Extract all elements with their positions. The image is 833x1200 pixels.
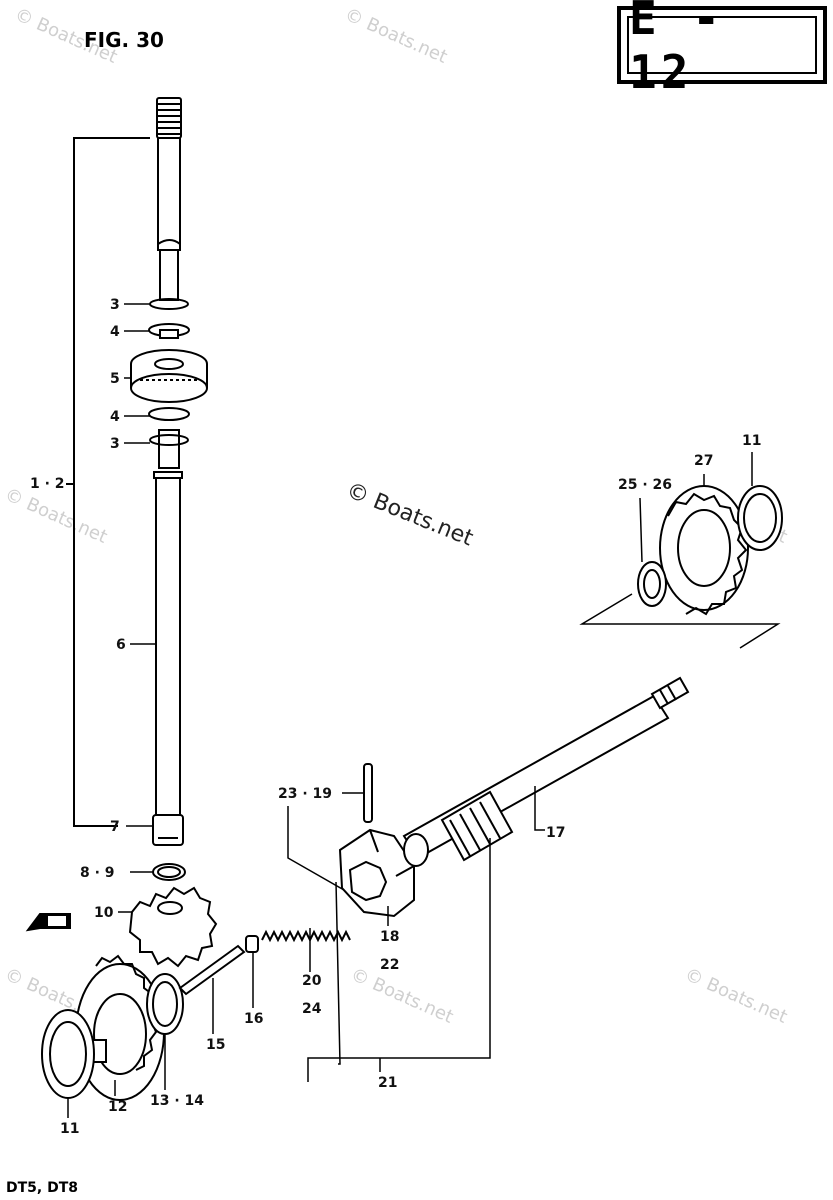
washer xyxy=(148,407,190,421)
thrust-washer xyxy=(41,1009,95,1099)
figure-code: E - 12 xyxy=(627,0,817,99)
callout: 4 xyxy=(110,324,120,340)
callout: 15 xyxy=(206,1037,226,1053)
callout: 18 xyxy=(380,929,400,945)
callout: 1 · 2 xyxy=(30,476,65,492)
callout: 21 xyxy=(378,1075,398,1091)
callout: 8 · 9 xyxy=(80,865,115,881)
shim-washer xyxy=(637,561,667,607)
callout: 3 xyxy=(110,297,120,313)
washer xyxy=(148,323,190,339)
model-applicability: DT5, DT8 xyxy=(6,1180,79,1196)
callout: 4 xyxy=(110,409,120,425)
bracket-line xyxy=(73,137,150,827)
callout: 22 xyxy=(380,957,400,973)
callout: 23 · 19 xyxy=(278,786,333,802)
callout: 17 xyxy=(546,825,566,841)
drive-shaft xyxy=(152,97,184,846)
thrust-washer xyxy=(146,973,184,1035)
thrust-washer xyxy=(737,485,783,551)
callout: 25 · 26 xyxy=(618,477,673,493)
callout: 24 xyxy=(302,1001,322,1017)
pinion-gear xyxy=(128,886,218,968)
callout: 11 xyxy=(742,433,762,449)
callout: 10 xyxy=(94,905,114,921)
circlip xyxy=(152,863,186,881)
callout: 5 xyxy=(110,371,120,387)
figure-title: FIG. 30 xyxy=(84,28,164,52)
clutch-dog xyxy=(338,828,415,918)
callout: 13 · 14 xyxy=(150,1093,205,1109)
spring xyxy=(261,929,351,943)
shift-rod xyxy=(178,944,246,996)
callout: 16 xyxy=(244,1011,264,1027)
pin xyxy=(245,935,259,953)
clutch-pin xyxy=(363,763,373,823)
callout: 27 xyxy=(694,453,714,469)
callout: 3 xyxy=(110,436,120,452)
callout: 20 xyxy=(302,973,322,989)
figure-code-box: E - 12 xyxy=(617,0,827,99)
callout: 12 xyxy=(108,1099,128,1115)
callout: 11 xyxy=(60,1121,80,1137)
forward-gear xyxy=(659,485,749,616)
propeller-shaft xyxy=(402,676,690,867)
circlip xyxy=(149,434,189,446)
bearing xyxy=(130,349,208,403)
callout: 7 xyxy=(110,819,120,835)
callout: 6 xyxy=(116,637,126,653)
fwd-arrow-icon xyxy=(25,913,71,932)
